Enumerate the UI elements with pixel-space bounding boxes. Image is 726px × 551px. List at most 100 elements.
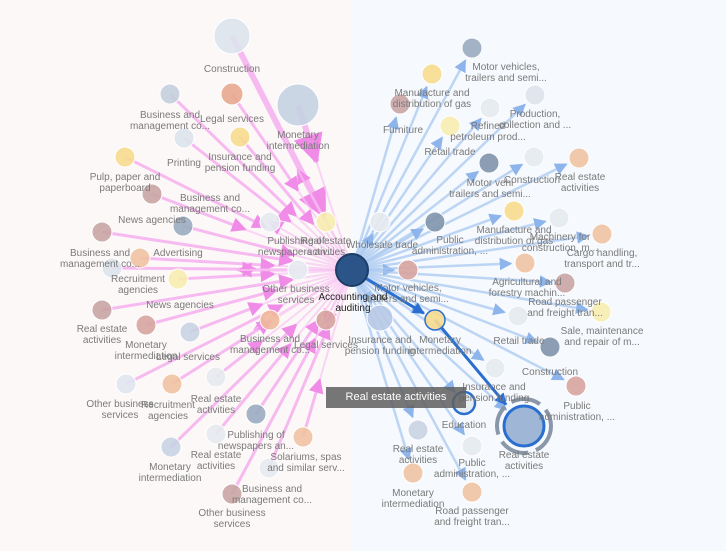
incoming-edge (124, 155, 268, 229)
left-node[interactable] (91, 299, 113, 321)
left-node[interactable] (221, 483, 243, 505)
left-node[interactable] (205, 366, 227, 388)
nodes[interactable] (91, 17, 613, 505)
right-node[interactable] (568, 147, 590, 169)
left-node-label: Publishing of (227, 430, 284, 441)
left-node[interactable] (135, 314, 157, 336)
left-node[interactable] (161, 373, 183, 395)
right-node[interactable] (523, 146, 545, 168)
left-node[interactable] (292, 426, 314, 448)
left-node-label: Solariums, spas (270, 452, 341, 463)
right-node-label: Construction (504, 175, 560, 186)
right-node[interactable] (554, 272, 576, 294)
right-node[interactable] (402, 462, 424, 484)
outgoing-edge (351, 268, 539, 344)
left-node[interactable] (205, 423, 227, 445)
left-node[interactable] (141, 183, 163, 205)
incoming-edge (139, 256, 276, 273)
right-node-label: Agricultural and (492, 277, 561, 288)
right-node[interactable] (503, 200, 525, 222)
right-node-label: Real estate (499, 450, 550, 461)
left-node[interactable] (160, 436, 182, 458)
right-node[interactable] (424, 211, 446, 233)
incoming-edge (238, 136, 315, 226)
right-node[interactable] (565, 375, 587, 397)
right-node[interactable] (369, 211, 391, 233)
right-node[interactable] (407, 419, 429, 441)
right-node[interactable] (389, 93, 411, 115)
selected-node-ring (495, 397, 553, 455)
left-node-label: Real estate (191, 394, 242, 405)
left-node-label: management co... (130, 121, 210, 132)
incoming-edge (101, 274, 295, 312)
right-node[interactable] (539, 336, 561, 358)
incoming-edge (189, 302, 264, 334)
left-node[interactable] (259, 211, 281, 233)
right-node[interactable] (366, 304, 394, 332)
selected-node[interactable] (502, 404, 546, 448)
left-node[interactable] (129, 247, 151, 269)
right-node-label: Motor vehicles, (472, 62, 539, 73)
left-node-label: Business and (242, 484, 302, 495)
left-node[interactable] (287, 259, 309, 281)
left-node[interactable] (315, 211, 337, 233)
incoming-edge (267, 323, 331, 469)
right-node[interactable] (421, 63, 443, 85)
outgoing-edge (351, 163, 568, 272)
left-node[interactable] (258, 457, 280, 479)
left-node[interactable] (245, 403, 267, 425)
left-node-label: Business and (240, 334, 300, 345)
right-node[interactable] (479, 97, 501, 119)
right-node[interactable] (514, 252, 536, 274)
right-node[interactable] (524, 84, 546, 106)
incoming-edge-tail (318, 269, 353, 380)
right-node-label: Motor vehi (467, 178, 514, 189)
left-node[interactable] (179, 321, 201, 343)
right-node[interactable] (439, 115, 461, 137)
right-node-label: and freight tran... (527, 308, 603, 319)
right-node[interactable] (507, 305, 529, 327)
right-node[interactable] (484, 357, 506, 379)
right-node[interactable] (591, 223, 613, 245)
incoming-edge-tail (261, 269, 353, 342)
right-node[interactable] (461, 481, 483, 503)
left-node[interactable] (115, 373, 137, 395)
highlighted-edge (433, 319, 508, 406)
left-node-label: services (278, 295, 315, 306)
outgoing-edge (351, 103, 526, 271)
left-node[interactable] (114, 146, 136, 168)
left-node[interactable] (173, 127, 195, 149)
right-node[interactable] (478, 152, 500, 174)
hub-node-group[interactable]: Accounting and auditing (319, 253, 388, 314)
left-node[interactable] (172, 215, 194, 237)
right-node[interactable] (461, 435, 483, 457)
right-node[interactable] (461, 37, 483, 59)
left-node[interactable] (213, 17, 251, 55)
left-node-label: Monetary (125, 340, 167, 351)
left-node[interactable] (276, 83, 320, 127)
right-node-label: Manufacture and (476, 225, 551, 236)
left-node[interactable] (101, 257, 123, 279)
left-node-label: Advertising (153, 248, 202, 259)
left-node[interactable] (315, 309, 337, 331)
right-node-label: and repair of m... (564, 337, 640, 348)
outgoing-edge (350, 116, 399, 271)
right-node[interactable] (548, 207, 570, 229)
hub-node[interactable] (335, 253, 369, 287)
left-node[interactable] (167, 268, 189, 290)
left-node[interactable] (229, 126, 251, 148)
left-node-label: activities (197, 461, 235, 472)
right-node[interactable] (397, 259, 419, 281)
left-node[interactable] (91, 221, 113, 243)
node-tooltip: Real estate activities (326, 387, 466, 408)
right-node-label: administration, ... (412, 246, 488, 257)
left-node[interactable] (259, 309, 281, 331)
left-node[interactable] (159, 83, 181, 105)
right-node-label: transport and tr... (564, 259, 640, 270)
incoming-edge (145, 286, 279, 327)
left-node-label: activities (197, 405, 235, 416)
left-node[interactable] (220, 82, 244, 106)
left-node-label: Recruitment (141, 400, 195, 411)
right-node[interactable] (590, 301, 612, 323)
